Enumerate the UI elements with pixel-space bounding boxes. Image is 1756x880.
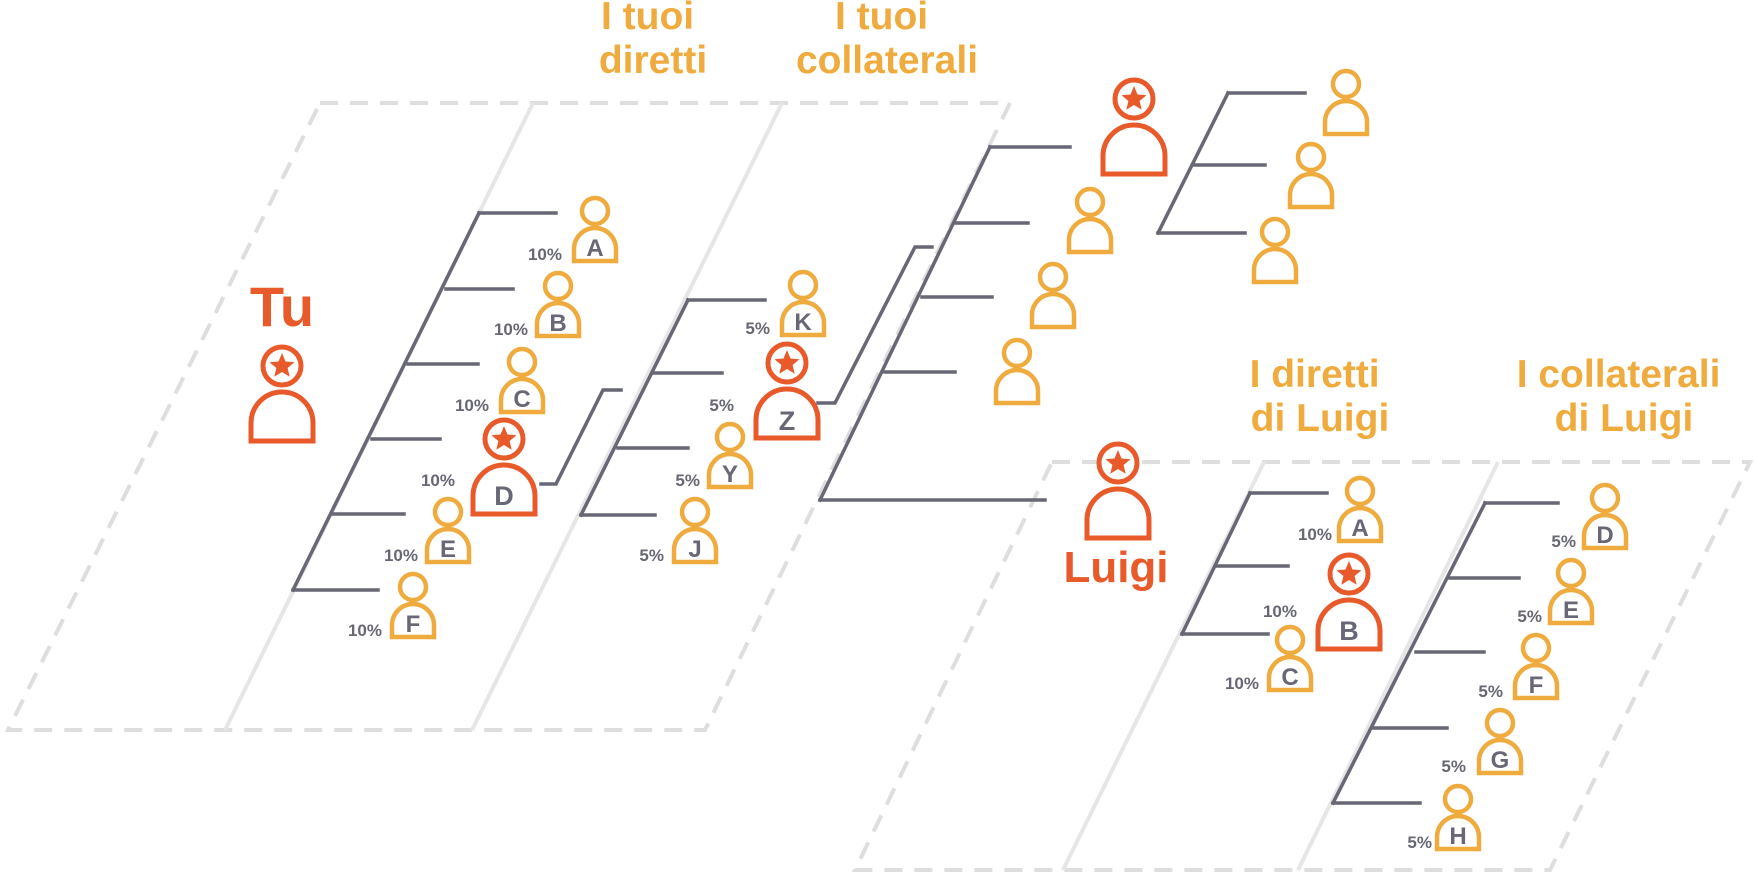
header-your-collaterals: I tuoi collaterali [796,0,978,82]
your-collateral-j: J 5% [639,499,716,565]
luigi-collateral-g: G 5% [1441,710,1521,776]
node-pct: 5% [709,396,734,415]
node-pct: 10% [1263,602,1297,621]
node-pct: 10% [384,546,418,565]
label-you: Tu [250,275,314,338]
node-pct: 5% [1551,532,1576,551]
node-pct: 5% [1517,607,1542,626]
luigi-direct-a: A 10% [1298,478,1381,544]
your-direct-c: C 10% [455,349,543,415]
header-your-directs: I tuoi diretti [599,0,707,82]
node-letter: Y [722,461,738,488]
node-letter: J [688,536,701,563]
node-pct: 10% [1225,674,1259,693]
connector-z-to-upper [816,245,934,405]
node-letter: E [1563,597,1579,624]
label-luigi: Luigi [1063,543,1168,592]
person-top-3 [1254,219,1296,282]
your-direct-b: B 10% [494,273,579,339]
node-letter: C [513,386,530,413]
node-pct: 10% [494,320,528,339]
node-pct: 5% [1407,833,1432,852]
node-letter: F [1529,672,1544,699]
your-direct-f: F 10% [348,574,434,640]
right-plane-border [851,460,1754,872]
tree-upper-right [817,144,1072,503]
your-direct-e: E 10% [384,499,469,565]
tree-top-right [1155,90,1307,236]
tree-luigi-directs [1179,490,1329,637]
tree-luigi-collaterals [1330,500,1560,806]
luigi-direct-b: B 10% [1263,555,1380,649]
node-pct: 5% [745,319,770,338]
header-luigi-collaterals: I collaterali di Luigi [1517,353,1732,440]
connector-d-to-collaterals [539,388,623,486]
node-pct: 5% [639,546,664,565]
person-upper-2 [1032,264,1074,327]
your-collateral-k: K 5% [745,272,824,338]
node-letter: D [494,481,514,511]
node-letter: B [549,310,566,337]
luigi-collateral-e: E 5% [1517,560,1592,626]
person-you [251,347,313,441]
node-pct: 5% [1441,757,1466,776]
node-letter: B [1339,616,1359,646]
tree-your-directs [290,210,558,593]
left-plane-divider-2 [470,102,784,731]
luigi-direct-c: C 10% [1225,627,1311,693]
person-luigi [1087,444,1149,538]
node-letter: A [1351,515,1368,542]
your-collateral-z: Z 5% [709,344,818,438]
node-pct: 10% [1298,525,1332,544]
node-letter: G [1491,747,1510,774]
luigi-collateral-h: H 5% [1407,786,1479,852]
node-letter: K [794,309,812,336]
tree-your-collaterals [578,297,767,518]
your-direct-d: D 10% [421,420,535,514]
person-upper-star [1103,80,1165,174]
node-letter: H [1449,823,1466,850]
node-letter: C [1281,664,1298,691]
node-letter: A [586,235,603,262]
node-letter: D [1596,522,1613,549]
luigi-collateral-f: F 5% [1478,635,1557,701]
node-letter: E [440,536,456,563]
node-pct: 10% [421,471,455,490]
node-pct: 5% [1478,682,1503,701]
node-pct: 10% [455,396,489,415]
luigi-collateral-d: D 5% [1551,485,1626,551]
your-collateral-y: Y 5% [675,424,751,490]
person-upper-1 [1069,189,1111,252]
node-pct: 10% [348,621,382,640]
node-pct: 10% [528,245,562,264]
header-luigi-directs: I diretti di Luigi [1250,353,1391,440]
node-letter: F [406,611,421,638]
node-pct: 5% [675,471,700,490]
person-top-1 [1325,71,1367,134]
node-letter: Z [779,406,796,436]
your-direct-a: A 10% [528,198,616,264]
person-top-2 [1290,144,1332,207]
person-upper-3 [996,340,1038,403]
